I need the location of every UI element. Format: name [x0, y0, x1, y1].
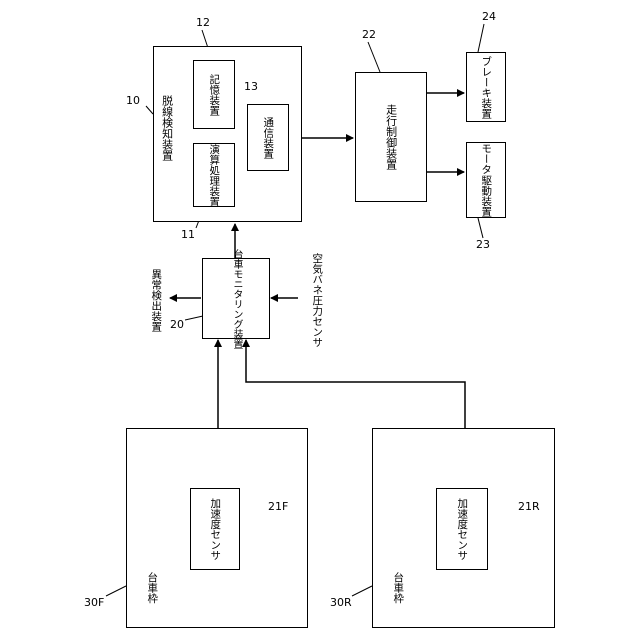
- arrow-rear-frame-to-monitor: [246, 340, 465, 428]
- bogie-monitor-label: 台車モニタリング装置: [203, 259, 269, 338]
- rear-bogie-frame-label: 台車枠: [389, 563, 407, 613]
- ref-11: 11: [181, 228, 195, 241]
- ref-10: 10: [126, 94, 140, 107]
- brake-box: ブレーキ装置: [466, 52, 506, 122]
- storage-box: 記憶装置: [193, 60, 235, 129]
- front-accelerometer-label: 加速度センサ: [191, 489, 239, 569]
- rear-accelerometer-label: 加速度センサ: [437, 489, 487, 569]
- leader-10: [146, 106, 153, 114]
- leader-20: [185, 316, 203, 320]
- leader-30F: [106, 586, 126, 596]
- processor-box: 演算処理装置: [193, 143, 235, 207]
- ref-21F: 21F: [268, 500, 288, 513]
- comm-box: 通信装置: [247, 104, 289, 171]
- bogie-monitor-box: 台車モニタリング装置: [202, 258, 270, 339]
- leader-22: [368, 42, 380, 72]
- air-spring-label-line2: 圧力センサ: [311, 295, 324, 348]
- leader-23: [478, 218, 483, 238]
- motor-drive-label: モータ駆動装置: [467, 143, 505, 217]
- bogie-monitor-label-line3: 装置: [230, 329, 242, 349]
- processor-label-line2: 装置: [208, 186, 221, 207]
- front-bogie-frame-label: 台車枠: [143, 563, 161, 613]
- processor-label: 演算処理装置: [194, 144, 234, 206]
- processor-label-line1: 演算処理: [208, 144, 221, 186]
- ref-13: 13: [244, 80, 258, 93]
- front-accelerometer-box: 加速度センサ: [190, 488, 240, 570]
- comm-label: 通信装置: [248, 105, 288, 170]
- rear-accel-label-line1: 加速度: [456, 498, 469, 530]
- motor-drive-box: モータ駆動装置: [466, 142, 506, 218]
- ref-12: 12: [196, 16, 210, 29]
- storage-label: 記憶装置: [194, 61, 234, 128]
- bogie-monitor-label-line1: 台車: [230, 249, 242, 269]
- air-spring-sensor-label: 空気バネ圧力センサ: [297, 262, 337, 338]
- ref-24: 24: [482, 10, 496, 23]
- ref-21R: 21R: [518, 500, 540, 513]
- ref-30F: 30F: [84, 596, 104, 609]
- abnormality-detector-label: 異常検出装置: [146, 258, 166, 342]
- leader-30R: [352, 586, 372, 596]
- ref-22: 22: [362, 28, 376, 41]
- leader-24: [478, 24, 484, 52]
- rear-accel-label-line2: センサ: [456, 529, 469, 561]
- motor-drive-label-line2: 駆動装置: [480, 175, 493, 217]
- air-spring-label-line1: 空気バネ: [311, 253, 324, 295]
- brake-label-line1: ブレーキ: [480, 56, 493, 98]
- travel-control-label: 走行制御装置: [356, 73, 426, 201]
- bogie-monitor-label-line2: モニタリング: [230, 269, 242, 329]
- ref-23: 23: [476, 238, 490, 251]
- comm-label-line1: 通信: [262, 117, 275, 138]
- ref-20: 20: [170, 318, 184, 331]
- comm-label-line2: 装置: [262, 138, 275, 159]
- ref-30R: 30R: [330, 596, 352, 609]
- travel-control-box: 走行制御装置: [355, 72, 427, 202]
- brake-label: ブレーキ装置: [467, 53, 505, 121]
- rear-accelerometer-box: 加速度センサ: [436, 488, 488, 570]
- front-accel-label-line2: センサ: [209, 529, 222, 561]
- front-accel-label-line1: 加速度: [209, 498, 222, 530]
- brake-label-line2: 装置: [480, 98, 493, 119]
- motor-drive-label-line1: モータ: [480, 143, 493, 175]
- derailment-detector-label: 脱線検知装置: [156, 63, 178, 193]
